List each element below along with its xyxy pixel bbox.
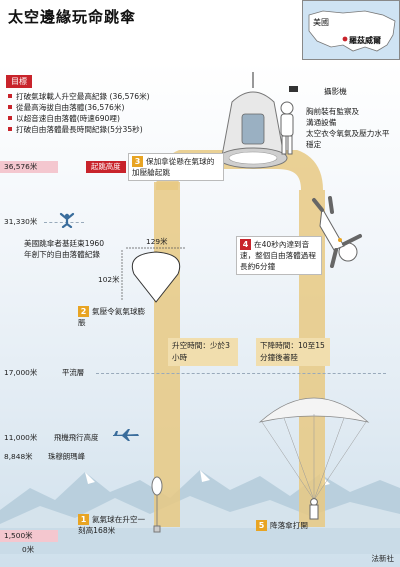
launch-balloon-icon — [151, 476, 163, 533]
altitude-36576: 36,576米 起跳高度 — [0, 161, 400, 173]
suit-pressure-label: 太空衣令氧氣及壓力水平穩定 — [306, 129, 390, 149]
freefall-astronaut-icon — [312, 196, 362, 268]
camera-label: 攝影機 — [324, 87, 347, 96]
map-place-label: 羅茲威爾 — [349, 36, 381, 45]
astronaut-on-capsule-icon — [280, 101, 294, 155]
goal-item: 以超音速自由落體(時速690哩) — [6, 113, 206, 124]
step-1-text: 氦氣球在升空一刻高168米 — [78, 515, 146, 535]
step-2-text: 氣壓令氦氣球膨脹 — [78, 307, 146, 327]
record-1960-note: 美國跳傘者基廷東1960年創下的自由落體紀錄 — [24, 239, 105, 259]
goal-item: 打破自由落體最長時間紀錄(5分35秒) — [6, 124, 206, 135]
usa-map-icon — [308, 10, 396, 52]
map-country-label: 美國 — [313, 18, 329, 27]
jump-altitude-label: 起跳高度 — [86, 161, 126, 173]
stratosphere-label: 平流層 — [62, 368, 85, 377]
goal-item: 打破氣球載人升空最高紀錄 (36,576米) — [6, 91, 206, 102]
step-3-text: 保加拿從懸在氣球的加壓艙起跳 — [132, 157, 215, 177]
altitude-8848: 8,848米 珠穆朗瑪峰 — [4, 452, 85, 461]
step-4-text: 在40秒內達到音速，整個自由落體過程長約6分鐘 — [240, 240, 316, 271]
descent-time-box: 下降時間：10至15分鐘後著陸 — [256, 338, 330, 366]
goals-panel: 目標 打破氣球載人升空最高紀錄 (36,576米) 從最高海拔自由落體(36,5… — [6, 69, 206, 135]
step-4-number: 4 — [240, 239, 251, 250]
camera-icon — [289, 86, 298, 92]
source-credit: 法新社 — [371, 554, 395, 563]
balloon-height-label: 102米 — [98, 275, 120, 284]
step-1-number: 1 — [78, 514, 89, 525]
ground — [0, 528, 400, 554]
goal-item: 從最高海拔自由落體(36,576米) — [6, 102, 206, 113]
balloon-dimension-diagram — [121, 247, 186, 303]
chest-equipment-label: 胸前裝有監察及溝通設備 — [306, 107, 360, 127]
parachute-icon — [258, 397, 370, 520]
capsule-illustration — [218, 72, 288, 169]
step-2-number: 2 — [78, 306, 89, 317]
location-map: 美國 羅茲威爾 — [302, 0, 400, 60]
ascent-time-box: 升空時間：少於3小時 — [168, 338, 238, 366]
airplane-icon — [113, 429, 139, 441]
altitude-31330: 31,330米 — [0, 216, 400, 228]
everest-label: 珠穆朗瑪峰 — [48, 452, 85, 461]
balloon-width-label: 129米 — [146, 237, 168, 246]
altitude-0: 0米 — [22, 545, 35, 554]
step-5-number: 5 — [256, 520, 267, 531]
step-3-number: 3 — [132, 156, 143, 167]
airliner-altitude-label: 飛機飛行高度 — [54, 433, 99, 442]
step-5-text: 降落傘打開 — [270, 521, 308, 530]
altitude-1500: 1,500米 — [0, 530, 400, 542]
skydiver-1960-icon — [59, 212, 75, 228]
goals-heading: 目標 — [6, 75, 32, 88]
altitude-17000: 17,000米 平流層 — [0, 367, 400, 379]
altitude-11000: 11,000米 飛機飛行高度 — [4, 433, 99, 442]
page-title: 太空邊緣玩命跳傘 — [8, 8, 137, 26]
